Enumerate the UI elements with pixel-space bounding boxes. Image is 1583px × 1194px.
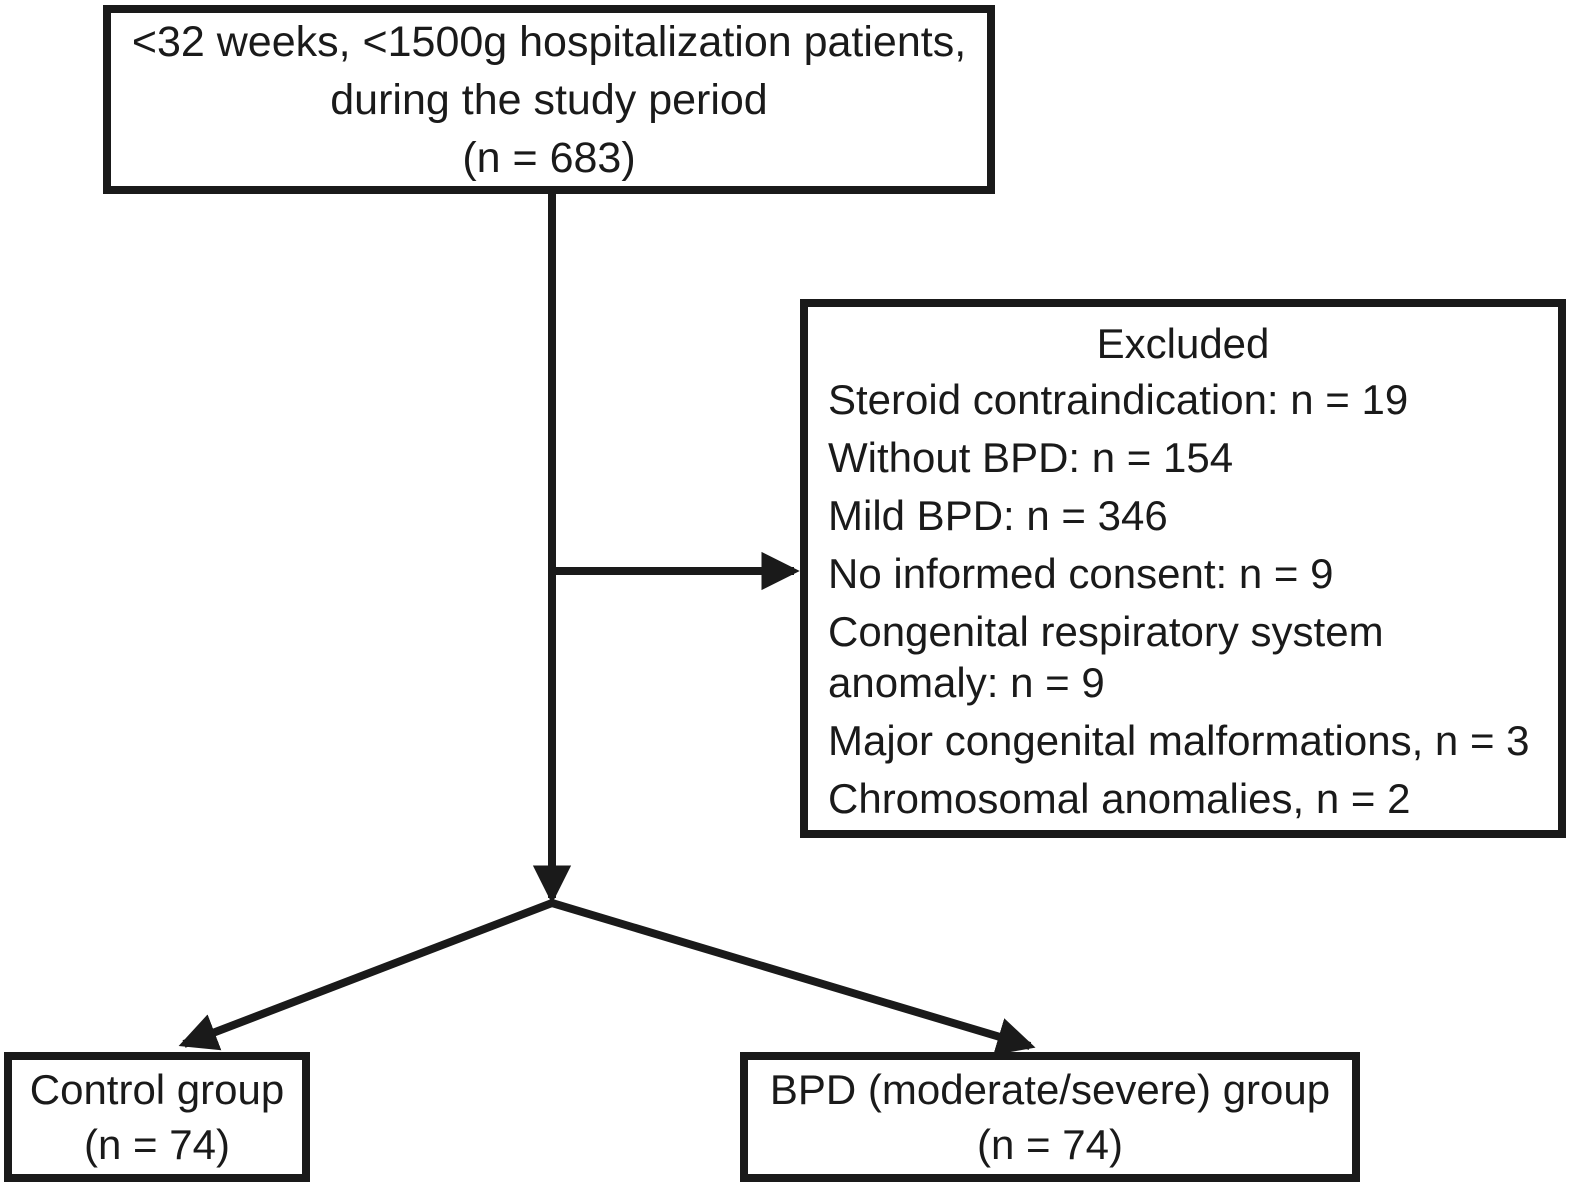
arrow-branch-to-control bbox=[178, 899, 554, 1051]
excluded-item: Without BPD: n = 154 bbox=[828, 434, 1234, 481]
bpd-group-label: BPD (moderate/severe) group bbox=[769, 1066, 1331, 1113]
bpd-group-box: BPD (moderate/severe) group (n = 74) bbox=[740, 1052, 1360, 1182]
bpd-group-count: (n = 74) bbox=[977, 1121, 1123, 1168]
population-line: <32 weeks, <1500g hospitalization patien… bbox=[131, 17, 967, 66]
population-line: during the study period bbox=[330, 75, 768, 124]
excluded-item: No informed consent: n = 9 bbox=[828, 550, 1334, 597]
excluded-item: Chromosomal anomalies, n = 2 bbox=[828, 775, 1411, 822]
excluded-item: Mild BPD: n = 346 bbox=[828, 492, 1168, 539]
control-group-box: Control group (n = 74) bbox=[4, 1052, 310, 1182]
control-group-label: Control group bbox=[29, 1066, 285, 1113]
arrow-branch-to-bpd bbox=[550, 899, 1036, 1056]
excluded-item: Major congenital malformations, n = 3 bbox=[828, 717, 1530, 764]
excluded-box: Excluded Steroid contraindication: n = 1… bbox=[800, 299, 1566, 838]
population-box: <32 weeks, <1500g hospitalization patien… bbox=[103, 5, 995, 194]
excluded-title: Excluded bbox=[1096, 320, 1270, 367]
population-count: (n = 683) bbox=[462, 133, 636, 182]
control-group-count: (n = 74) bbox=[84, 1121, 230, 1168]
excluded-item: Congenital respiratory system anomaly: n… bbox=[828, 608, 1384, 706]
excluded-item: Steroid contraindication: n = 19 bbox=[828, 376, 1409, 423]
